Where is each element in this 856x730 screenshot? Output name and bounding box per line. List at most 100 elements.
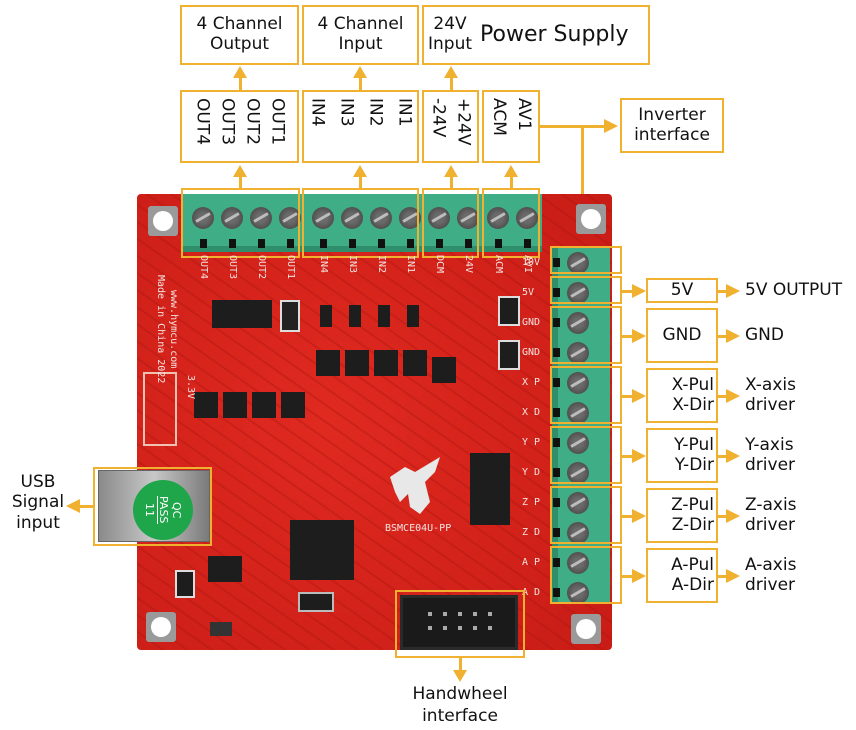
silk-pin-label: OUT2	[256, 255, 267, 280]
terminal-screw	[192, 207, 214, 229]
arrow-right-icon	[726, 388, 740, 403]
silk-pin-label: OUT1	[285, 255, 296, 280]
eagle-logo-icon	[390, 457, 440, 514]
terminal-screw	[567, 372, 589, 394]
terminal-slot	[553, 348, 560, 357]
arrow-right-icon	[632, 283, 646, 298]
silk-pin-label: IN4	[318, 255, 329, 274]
arrow-up-icon	[353, 165, 367, 177]
arrow-right-icon	[632, 448, 646, 463]
terminal-screw	[567, 402, 589, 424]
silk-pin-label: X D	[522, 407, 541, 418]
terminal-slot	[320, 239, 327, 248]
terminal-y-outline	[550, 426, 622, 484]
terminal-slot	[553, 498, 560, 507]
diode-component	[498, 340, 520, 370]
terminal-screw	[567, 522, 589, 544]
terminal-z-outline	[550, 486, 622, 544]
silk-pin-label: X P	[522, 377, 541, 388]
fuse-component	[175, 570, 195, 598]
terminal-screw	[487, 207, 509, 229]
fuse-component	[498, 296, 520, 326]
arrow-down-icon	[453, 670, 467, 682]
terminal-slot	[200, 239, 207, 248]
header-pin	[428, 626, 432, 630]
silk-pin-label: GND	[522, 347, 541, 358]
arrow-right-icon	[632, 568, 646, 583]
inverter-terminal-outline	[482, 188, 540, 258]
silk-pin-label: A D	[522, 587, 541, 598]
crystal	[298, 592, 334, 612]
silk-pin-label: IN3	[347, 255, 358, 274]
header-pin	[488, 612, 492, 616]
silk-pin-label: IN2	[376, 255, 387, 274]
terminal-screw	[312, 207, 334, 229]
input-pins-box: IN1 IN2 IN3 IN4	[302, 90, 419, 163]
optocoupler	[223, 392, 247, 418]
terminal-screw	[567, 342, 589, 364]
terminal-screw	[567, 252, 589, 274]
power-supply-title: Power Supply	[480, 22, 629, 48]
arrow-right-icon	[726, 568, 740, 583]
silk-pin-label: 24V	[463, 255, 474, 274]
arrow-up-icon	[444, 66, 458, 78]
silk-pin-label: OUT4	[198, 255, 209, 280]
terminal-screw	[567, 462, 589, 484]
target-label: GND	[745, 324, 784, 345]
handwheel-outline	[395, 590, 525, 658]
terminal-slot	[378, 239, 385, 248]
terminal-screw	[567, 492, 589, 514]
arrow-left-icon	[66, 499, 80, 513]
terminal-screw	[370, 207, 392, 229]
header-pin	[473, 626, 477, 630]
handwheel-interface-label: Handwheel interface	[412, 684, 508, 727]
usb-outline	[93, 467, 212, 546]
arrow-right-icon	[726, 328, 740, 343]
terminal-slot	[553, 378, 560, 387]
optocoupler	[345, 350, 369, 376]
terminal-screw	[567, 432, 589, 454]
ic-uln2003	[212, 300, 272, 328]
arrow-right-icon	[726, 448, 740, 463]
silk-pin-label: Y P	[522, 437, 541, 448]
silk-pin-label: AVI	[522, 255, 533, 274]
header-pin	[443, 626, 447, 630]
power-pins-box: +24V -24V	[422, 90, 479, 163]
handwheel-connector[interactable]	[400, 595, 518, 650]
arrow-right-icon	[726, 283, 740, 298]
optocoupler	[403, 350, 427, 376]
terminal-screw	[516, 207, 538, 229]
header-pin	[458, 612, 462, 616]
terminal-slot	[229, 239, 236, 248]
target-label: 5V OUTPUT	[745, 279, 843, 300]
header-pin	[443, 612, 447, 616]
terminal-slot	[553, 408, 560, 417]
terminal-slot	[553, 288, 560, 297]
mount-hole	[571, 614, 601, 644]
mount-hole	[576, 204, 606, 234]
silk-pin-label: Z P	[522, 497, 541, 508]
terminal-screw	[399, 207, 421, 229]
arrow-up-icon	[233, 66, 247, 78]
terminal-screw	[567, 282, 589, 304]
silk-pin-label: IN1	[405, 255, 416, 274]
arrow-right-icon	[632, 508, 646, 523]
power-input-label: 24V Input Power Supply	[422, 5, 650, 65]
terminal-screw	[250, 207, 272, 229]
terminal-gnd-outline	[550, 306, 622, 364]
input-channel-label: 4 Channel Input	[302, 5, 419, 65]
terminal-screw	[341, 207, 363, 229]
connector-3v3	[143, 372, 177, 446]
terminal-slot	[287, 239, 294, 248]
signal-box: 5V	[646, 278, 718, 303]
mount-hole	[148, 206, 178, 236]
silk-pin-label: DCM	[434, 255, 445, 274]
arrow-right-icon	[604, 119, 618, 133]
arrow-up-icon	[233, 165, 247, 177]
terminal-screw	[221, 207, 243, 229]
regulator	[208, 556, 242, 582]
